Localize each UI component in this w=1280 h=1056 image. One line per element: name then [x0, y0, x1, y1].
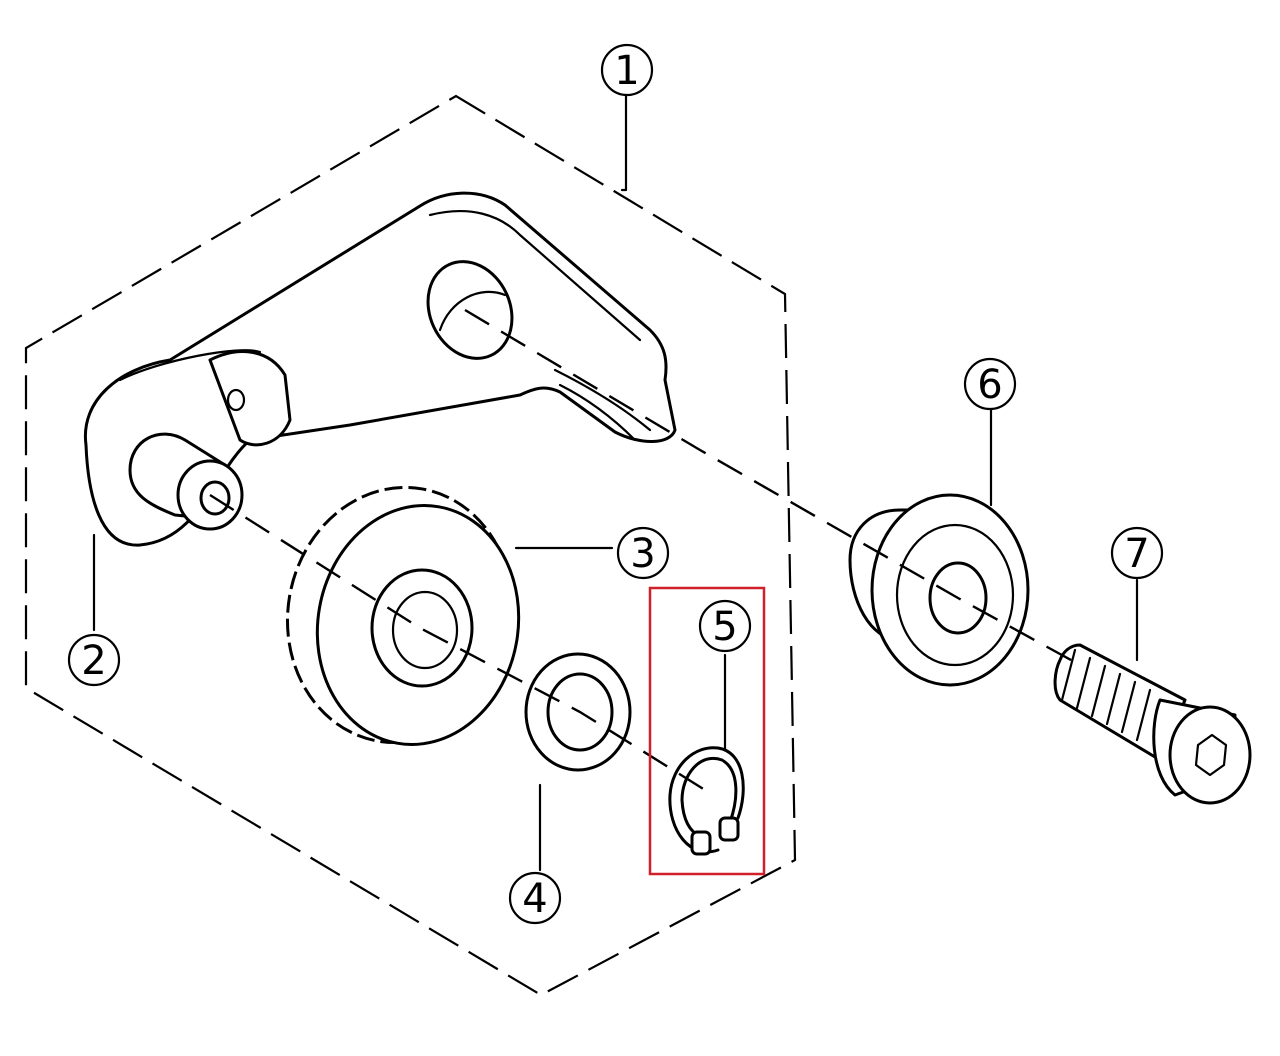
part-number-6: 6 [977, 362, 1002, 408]
callout-part-5: 5 [698, 599, 752, 653]
assembly-boundary [24, 94, 797, 997]
callout-part-7: 7 [1110, 526, 1164, 580]
part-number-5: 5 [712, 604, 737, 650]
leader-lines [92, 93, 1139, 872]
arm-link-plate [83, 191, 677, 547]
callout-part-6: 6 [963, 357, 1017, 411]
assembly-axis-lower [209, 493, 706, 792]
callout-part-3: 3 [616, 526, 670, 580]
bushing-collar [848, 493, 1030, 687]
callout-part-1: 1 [600, 43, 654, 97]
assembly-axis-upper [464, 308, 1081, 667]
gear-wheel [285, 485, 521, 746]
retaining-clip [668, 746, 745, 856]
highlight-box-part-5 [648, 586, 766, 876]
callout-part-4: 4 [508, 871, 562, 925]
part-number-2: 2 [81, 638, 106, 684]
part-number-4: 4 [522, 876, 547, 922]
part-number-7: 7 [1124, 531, 1149, 577]
part-number-3: 3 [630, 531, 655, 577]
hex-socket-bolt [1053, 643, 1252, 805]
part-number-1: 1 [614, 48, 639, 94]
callout-part-2: 2 [67, 633, 121, 687]
